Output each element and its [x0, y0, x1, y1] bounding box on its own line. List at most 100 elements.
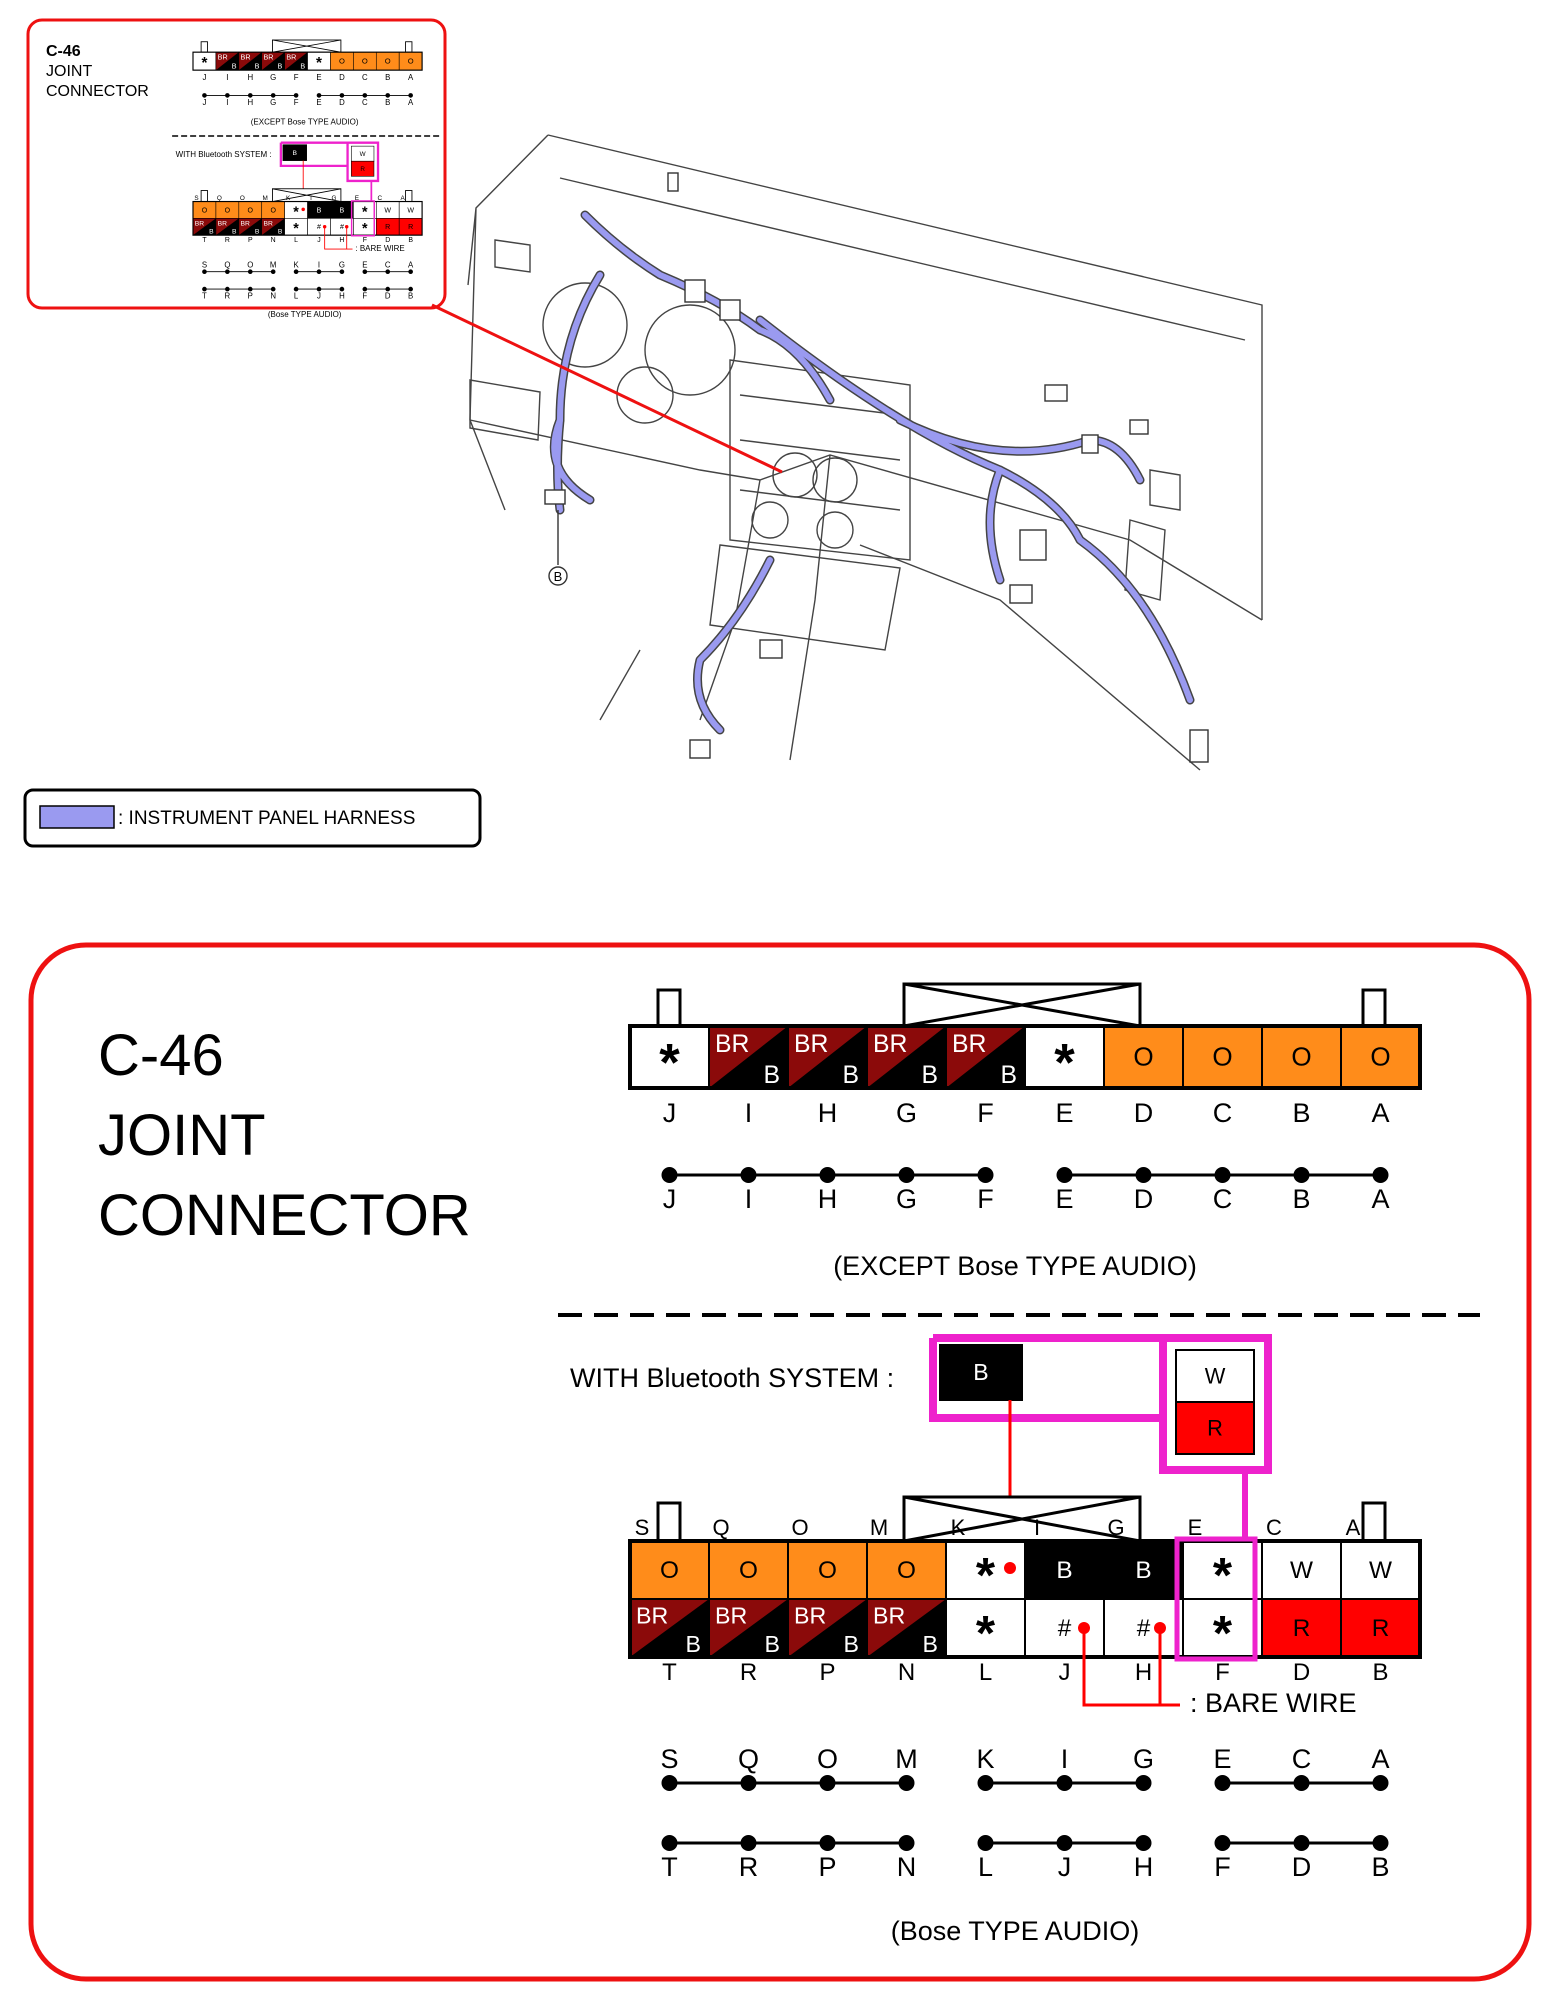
except-bus-label-I: I	[745, 1184, 753, 1214]
bose-bottom-letter-J: J	[317, 237, 320, 244]
except-pin-H-brown	[788, 1026, 867, 1088]
bose-bus-bottom-label-R: R	[225, 292, 231, 301]
legend-harness-swatch	[39, 805, 115, 829]
bose-bus-bottom-0-dot-2	[247, 286, 253, 292]
bose-bus-top-2-dot-1	[385, 269, 391, 275]
bt-wire-dot	[1004, 1562, 1016, 1574]
bose-bus-top-0-dot-0	[202, 269, 207, 275]
bose-bottom-pin-N-top-text: BR	[873, 1602, 905, 1628]
bose-bottom-letter-B: B	[408, 237, 413, 244]
except-pin-D-text: O	[1133, 1042, 1153, 1072]
except-pin-G-top-text: BR	[263, 53, 273, 62]
except-bus-0-dot-3	[270, 93, 276, 98]
bose-bus-bottom-label-H: H	[1134, 1852, 1154, 1882]
except-pin-A-text: O	[408, 57, 414, 66]
except-bus-1-dot-0	[1056, 1167, 1073, 1183]
bose-top-pin-2-text: O	[248, 207, 254, 214]
bose-bottom-pin-P-brown	[788, 1599, 867, 1657]
except-bus-1-dot-1	[1135, 1167, 1152, 1183]
bose-bus-top-label-I: I	[1061, 1744, 1069, 1774]
lock-tab-right	[405, 41, 413, 53]
bose-bottom-pin-H-box	[1103, 1598, 1184, 1658]
except-pin-G-bottom-text: B	[278, 62, 283, 71]
bose-bottom-pin-P-bottom-text: B	[255, 229, 260, 236]
lock-tab-left	[656, 988, 682, 1028]
bose-bus-bottom-0-dot-2	[819, 1835, 836, 1851]
bose-top-letter-E: E	[1188, 1515, 1203, 1540]
except-bus-0-dot-0	[202, 93, 207, 98]
bose-top-letter-K: K	[951, 1515, 966, 1540]
except-bus-label-C: C	[362, 98, 368, 107]
bose-bottom-pin-H-text: #	[340, 224, 344, 231]
bose-bus-bottom-label-P: P	[818, 1852, 836, 1882]
bose-bus-bottom-1-dot-0	[977, 1835, 994, 1851]
bose-top-pin-8-text: W	[384, 207, 391, 214]
bose-bus-top-label-G: G	[1133, 1744, 1154, 1774]
bose-bottom-letter-L: L	[294, 237, 298, 244]
bose-bus-top-label-S: S	[202, 260, 207, 269]
bose-bus-top-label-O: O	[817, 1744, 838, 1774]
bose-bottom-pin-T-bottom-text: B	[686, 1631, 701, 1657]
bose-bus-bottom-0-dot-1	[740, 1835, 757, 1851]
bose-bus-bottom-label-D: D	[385, 292, 391, 301]
except-pin-H-top-text: BR	[794, 1031, 828, 1058]
except-pin-G-bottom-text: B	[921, 1062, 938, 1089]
bose-top-pin-7-text: *	[1213, 1548, 1233, 1603]
bose-bus-bottom-label-T: T	[202, 292, 207, 301]
bose-top-letter-G: G	[1107, 1515, 1124, 1540]
except-pin-label-A: A	[408, 73, 414, 82]
except-bus-0-dot-1	[225, 93, 230, 98]
bose-bottom-letter-T: T	[662, 1659, 677, 1686]
bose-bus-bottom-1-dot-2	[1135, 1835, 1152, 1851]
bose-bottom-pin-B-box	[1340, 1598, 1421, 1658]
connector-detail-panel: C-46 JOINT CONNECTOR *JJBRBIIBRBHHBRBGGB…	[28, 942, 1532, 1982]
bose-bus-top-2-dot-0	[362, 269, 368, 275]
bare-wire-label: : BARE WIRE	[1190, 1688, 1357, 1718]
except-pin-E-text: *	[316, 55, 322, 72]
bose-bus-top-label-M: M	[270, 260, 277, 269]
bose-bus-top-label-K: K	[976, 1744, 994, 1774]
except-bus-0-dot-4	[977, 1167, 994, 1183]
bose-bottom-pin-F-box	[1182, 1598, 1263, 1658]
bose-top-letter-E: E	[355, 195, 359, 202]
bt-magenta-frame	[279, 141, 380, 183]
bt-pin-red-text: R	[360, 166, 365, 173]
bose-bus-top-label-E: E	[1213, 1744, 1231, 1774]
bose-top-letter-Q: Q	[712, 1515, 729, 1540]
bose-bus-top-label-S: S	[660, 1744, 678, 1774]
except-bus-0-dot-2	[247, 93, 253, 98]
bose-top-pin-5-text: B	[1056, 1557, 1072, 1584]
bose-key-cross	[272, 188, 341, 202]
bose-bottom-pin-L-box	[945, 1598, 1026, 1658]
bose-bus-bottom-0-dot-0	[202, 286, 207, 292]
bose-bottom-letter-J: J	[1059, 1659, 1071, 1686]
callout-marker-label: B	[554, 569, 563, 584]
except-bus-label-D: D	[1134, 1184, 1154, 1214]
except-bus-0-dot-4	[293, 93, 299, 98]
bose-bus-bottom-label-P: P	[248, 292, 253, 301]
except-pin-label-F: F	[977, 1098, 994, 1128]
bose-bus-bottom-0-dot-3	[270, 286, 276, 292]
bose-bottom-letter-N: N	[271, 237, 276, 244]
bose-connector: OSSOQQOOOOMM*KKBIIBGG*EEWCCWAABRBTTBRBRR…	[628, 1495, 1422, 1882]
except-bus-label-E: E	[316, 98, 321, 107]
except-bus-1-dot-3	[1293, 1167, 1310, 1183]
bose-top-letter-A: A	[1346, 1515, 1361, 1540]
bose-bottom-letter-T: T	[202, 237, 207, 244]
bose-bottom-pin-P-top-text: BR	[794, 1602, 826, 1628]
except-bus-label-B: B	[1292, 1184, 1310, 1214]
except-pin-label-G: G	[270, 73, 276, 82]
bose-bus-top-0-dot-0	[661, 1775, 678, 1791]
except-pin-I-bottom-text: B	[232, 62, 237, 71]
except-pin-H-top-text: BR	[241, 53, 251, 62]
key-cross	[903, 982, 1141, 1028]
except-bus-label-F: F	[977, 1184, 994, 1214]
bose-top-letter-C: C	[1266, 1515, 1282, 1540]
bose-bus-top-label-Q: Q	[738, 1744, 759, 1774]
bose-bottom-pin-D-text: R	[385, 224, 390, 231]
except-bus-1-dot-4	[1372, 1167, 1389, 1183]
